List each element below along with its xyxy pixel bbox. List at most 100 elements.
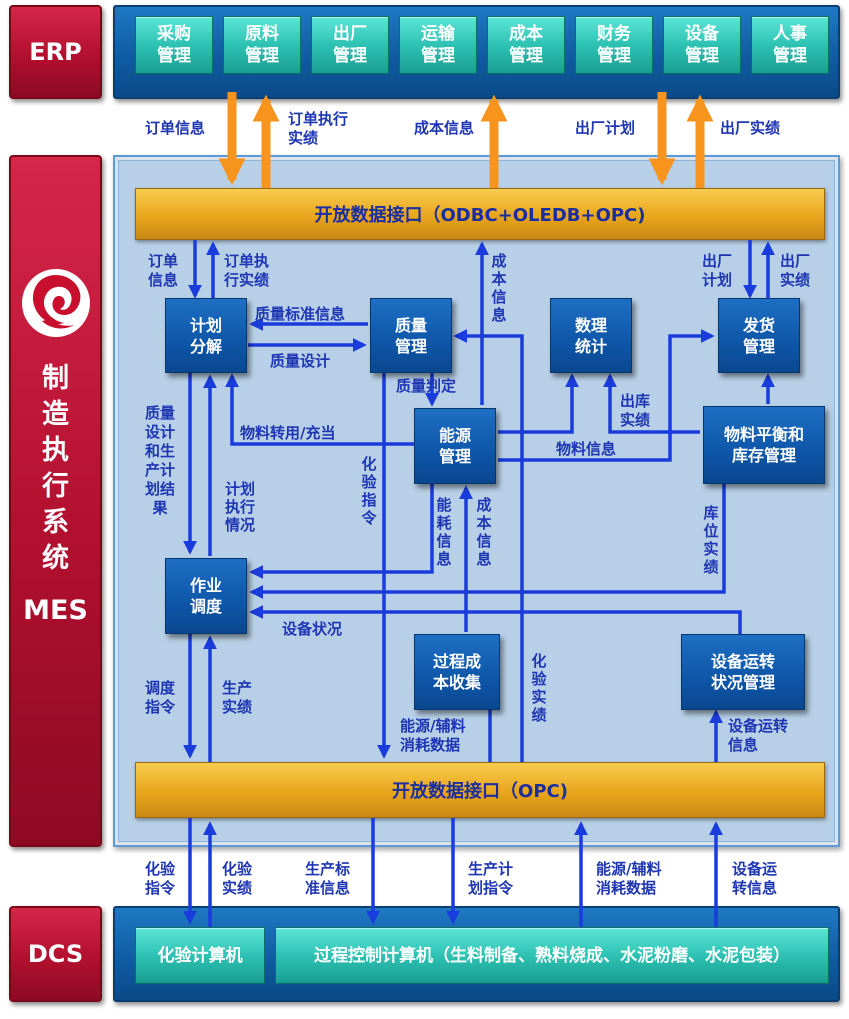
erp-module-label: 人事 [773,24,807,44]
erp-module-cost[interactable]: 成本管理 [487,16,565,74]
node-label: 数理 [574,315,607,335]
flow-label-lab-cmd: 化验指令 [361,455,377,527]
flow-label-stock-result: 库位实绩 [703,504,719,576]
node-label: 作业 [189,576,222,595]
flow-label-dcs-lab-cmd-2: 指令 [145,879,176,897]
arrow-energy-stats-1 [498,373,579,434]
erp-module-material[interactable]: 原料管理 [223,16,301,74]
flow-label-dcs-equip-info-2: 转信息 [732,879,778,897]
erp-module-label: 管理 [245,46,279,66]
erp-module-label: 管理 [685,46,719,66]
arrow-lab-result [453,329,524,762]
flow-label-cost-info-v2: 成本信息 [476,496,492,568]
flow-label-equip-info-2: 信息 [728,736,759,754]
top-data-interface-bar: 开放数据接口（ODBC+OLEDB+OPC) [135,188,825,240]
node-shipping-mgmt[interactable]: 发货管理 [718,298,800,373]
flow-label-out-result-1: 出库 [620,392,651,410]
flow-label-consume-2: 消耗数据 [400,736,461,754]
node-label: 统计 [574,336,607,356]
node-label: 调度 [189,597,222,616]
erp-module-finance[interactable]: 财务管理 [575,16,653,74]
node-label: 本收集 [432,673,481,692]
erp-label: ERP [9,5,102,99]
flow-label-out-result-2: 实绩 [620,411,651,429]
dcs-lab-computer[interactable]: 化验计算机 [135,927,265,984]
mes-label-en: MES [23,595,88,626]
erp-module-label: 原料 [245,24,279,44]
flow-label-dcs-lab-cmd-1: 化验 [145,860,176,878]
erp-module-label: 管理 [421,46,455,66]
top-data-interface-label: 开放数据接口（ODBC+OLEDB+OPC) [314,205,646,226]
flow-label-ship-result: 出厂实绩 [720,119,781,137]
node-label: 质量 [394,315,427,335]
node-label: 设备运转 [710,652,775,671]
erp-module-label: 设备 [685,24,719,44]
node-energy-mgmt[interactable]: 能源管理 [414,408,496,484]
flow-label-dcs-equip-info-1: 设备运 [732,860,778,878]
flow-label-energy-info: 能耗信息 [436,496,452,568]
node-plan-decompose[interactable]: 计划分解 [165,298,247,373]
erp-label-text: ERP [29,38,82,66]
flow-label-quality-plan-result: 质量设计和生产计划结果 [144,404,175,517]
bottom-data-interface-bar: 开放数据接口（OPC) [135,762,825,818]
node-process-cost[interactable]: 过程成本收集 [414,634,500,710]
flow-label-prod-result-1: 生产 [222,679,253,697]
arrow-equip-status [249,605,742,634]
flow-label-ship-plan: 出厂计划 [575,119,636,137]
flow-label-mes-ship-plan-1: 出厂 [702,252,733,270]
flow-label-prod-result-2: 实绩 [222,698,253,716]
dcs-process-computer-label: 过程控制计算机（生料制备、熟料烧成、水泥粉磨、水泥包装） [314,945,790,966]
erp-module-label: 管理 [597,46,631,66]
arrow-material-info [498,329,715,462]
erp-module-label: 管理 [773,46,807,66]
flow-label-quality-std: 质量标准信息 [255,305,346,323]
dcs-lab-computer-label: 化验计算机 [157,945,243,966]
erp-module-label: 管理 [157,46,191,66]
mes-label-cn: 制造执行系统 [42,363,69,574]
node-quality-mgmt[interactable]: 质量管理 [370,298,452,373]
erp-module-shipping[interactable]: 出厂管理 [311,16,389,74]
erp-module-label: 采购 [157,24,191,44]
node-equipment-status[interactable]: 设备运转状况管理 [681,634,805,710]
flow-label-material-info: 物料信息 [556,440,617,458]
erp-module-label: 成本 [509,24,543,44]
flow-label-consume-1: 能源/辅料 [400,717,466,735]
erp-module-equipment[interactable]: 设备管理 [663,16,741,74]
erp-module-label: 财务 [597,24,631,44]
flow-label-mes-ship-result-1: 出厂 [780,252,811,270]
erp-module-hr[interactable]: 人事管理 [751,16,829,74]
node-label: 发货 [742,315,775,335]
node-label: 管理 [438,447,471,466]
flow-label-dcs-consume-2: 消耗数据 [596,879,657,897]
node-label: 管理 [394,336,427,356]
flow-label-dcs-std-info-1: 生产标 [305,860,351,878]
flow-label-dispatch-cmd-2: 指令 [145,698,176,716]
flow-label-quality-judge: 质量判定 [396,377,457,395]
arrow-stock-result [249,484,726,599]
node-label: 计划 [189,315,222,335]
arrow-material-transfer [225,373,414,446]
dcs-label: DCS [9,906,102,1002]
flow-label-mes-order-exec-2: 行实绩 [224,271,270,289]
node-material-balance[interactable]: 物料平衡和库存管理 [703,406,825,484]
flow-label-dcs-consume-1: 能源/辅料 [596,860,662,878]
erp-module-transport[interactable]: 运输管理 [399,16,477,74]
node-label: 库存管理 [731,446,796,465]
flow-label-dcs-prod-plan-1: 生产计 [468,860,514,878]
erp-module-purchase[interactable]: 采购管理 [135,16,213,74]
flow-label-dcs-lab-result-2: 实绩 [222,879,253,897]
node-label: 状况管理 [710,673,775,692]
flow-label-dcs-prod-plan-2: 划指令 [468,879,514,897]
flow-label-material-transfer: 物料转用/充当 [240,424,336,442]
bottom-data-interface-label: 开放数据接口（OPC) [392,781,568,802]
mes-label: 制造执行系统 MES [9,155,102,847]
dcs-process-computer[interactable]: 过程控制计算机（生料制备、熟料烧成、水泥粉磨、水泥包装） [275,927,829,984]
arrow-energy-info [249,484,434,579]
flow-label-quality-design: 质量设计 [270,352,331,370]
node-dispatch[interactable]: 作业调度 [165,558,247,634]
erp-module-label: 管理 [509,46,543,66]
dragon-logo-icon [20,267,92,339]
node-statistics[interactable]: 数理统计 [550,298,632,373]
flow-label-mes-order-exec-1: 订单执 [224,252,270,270]
